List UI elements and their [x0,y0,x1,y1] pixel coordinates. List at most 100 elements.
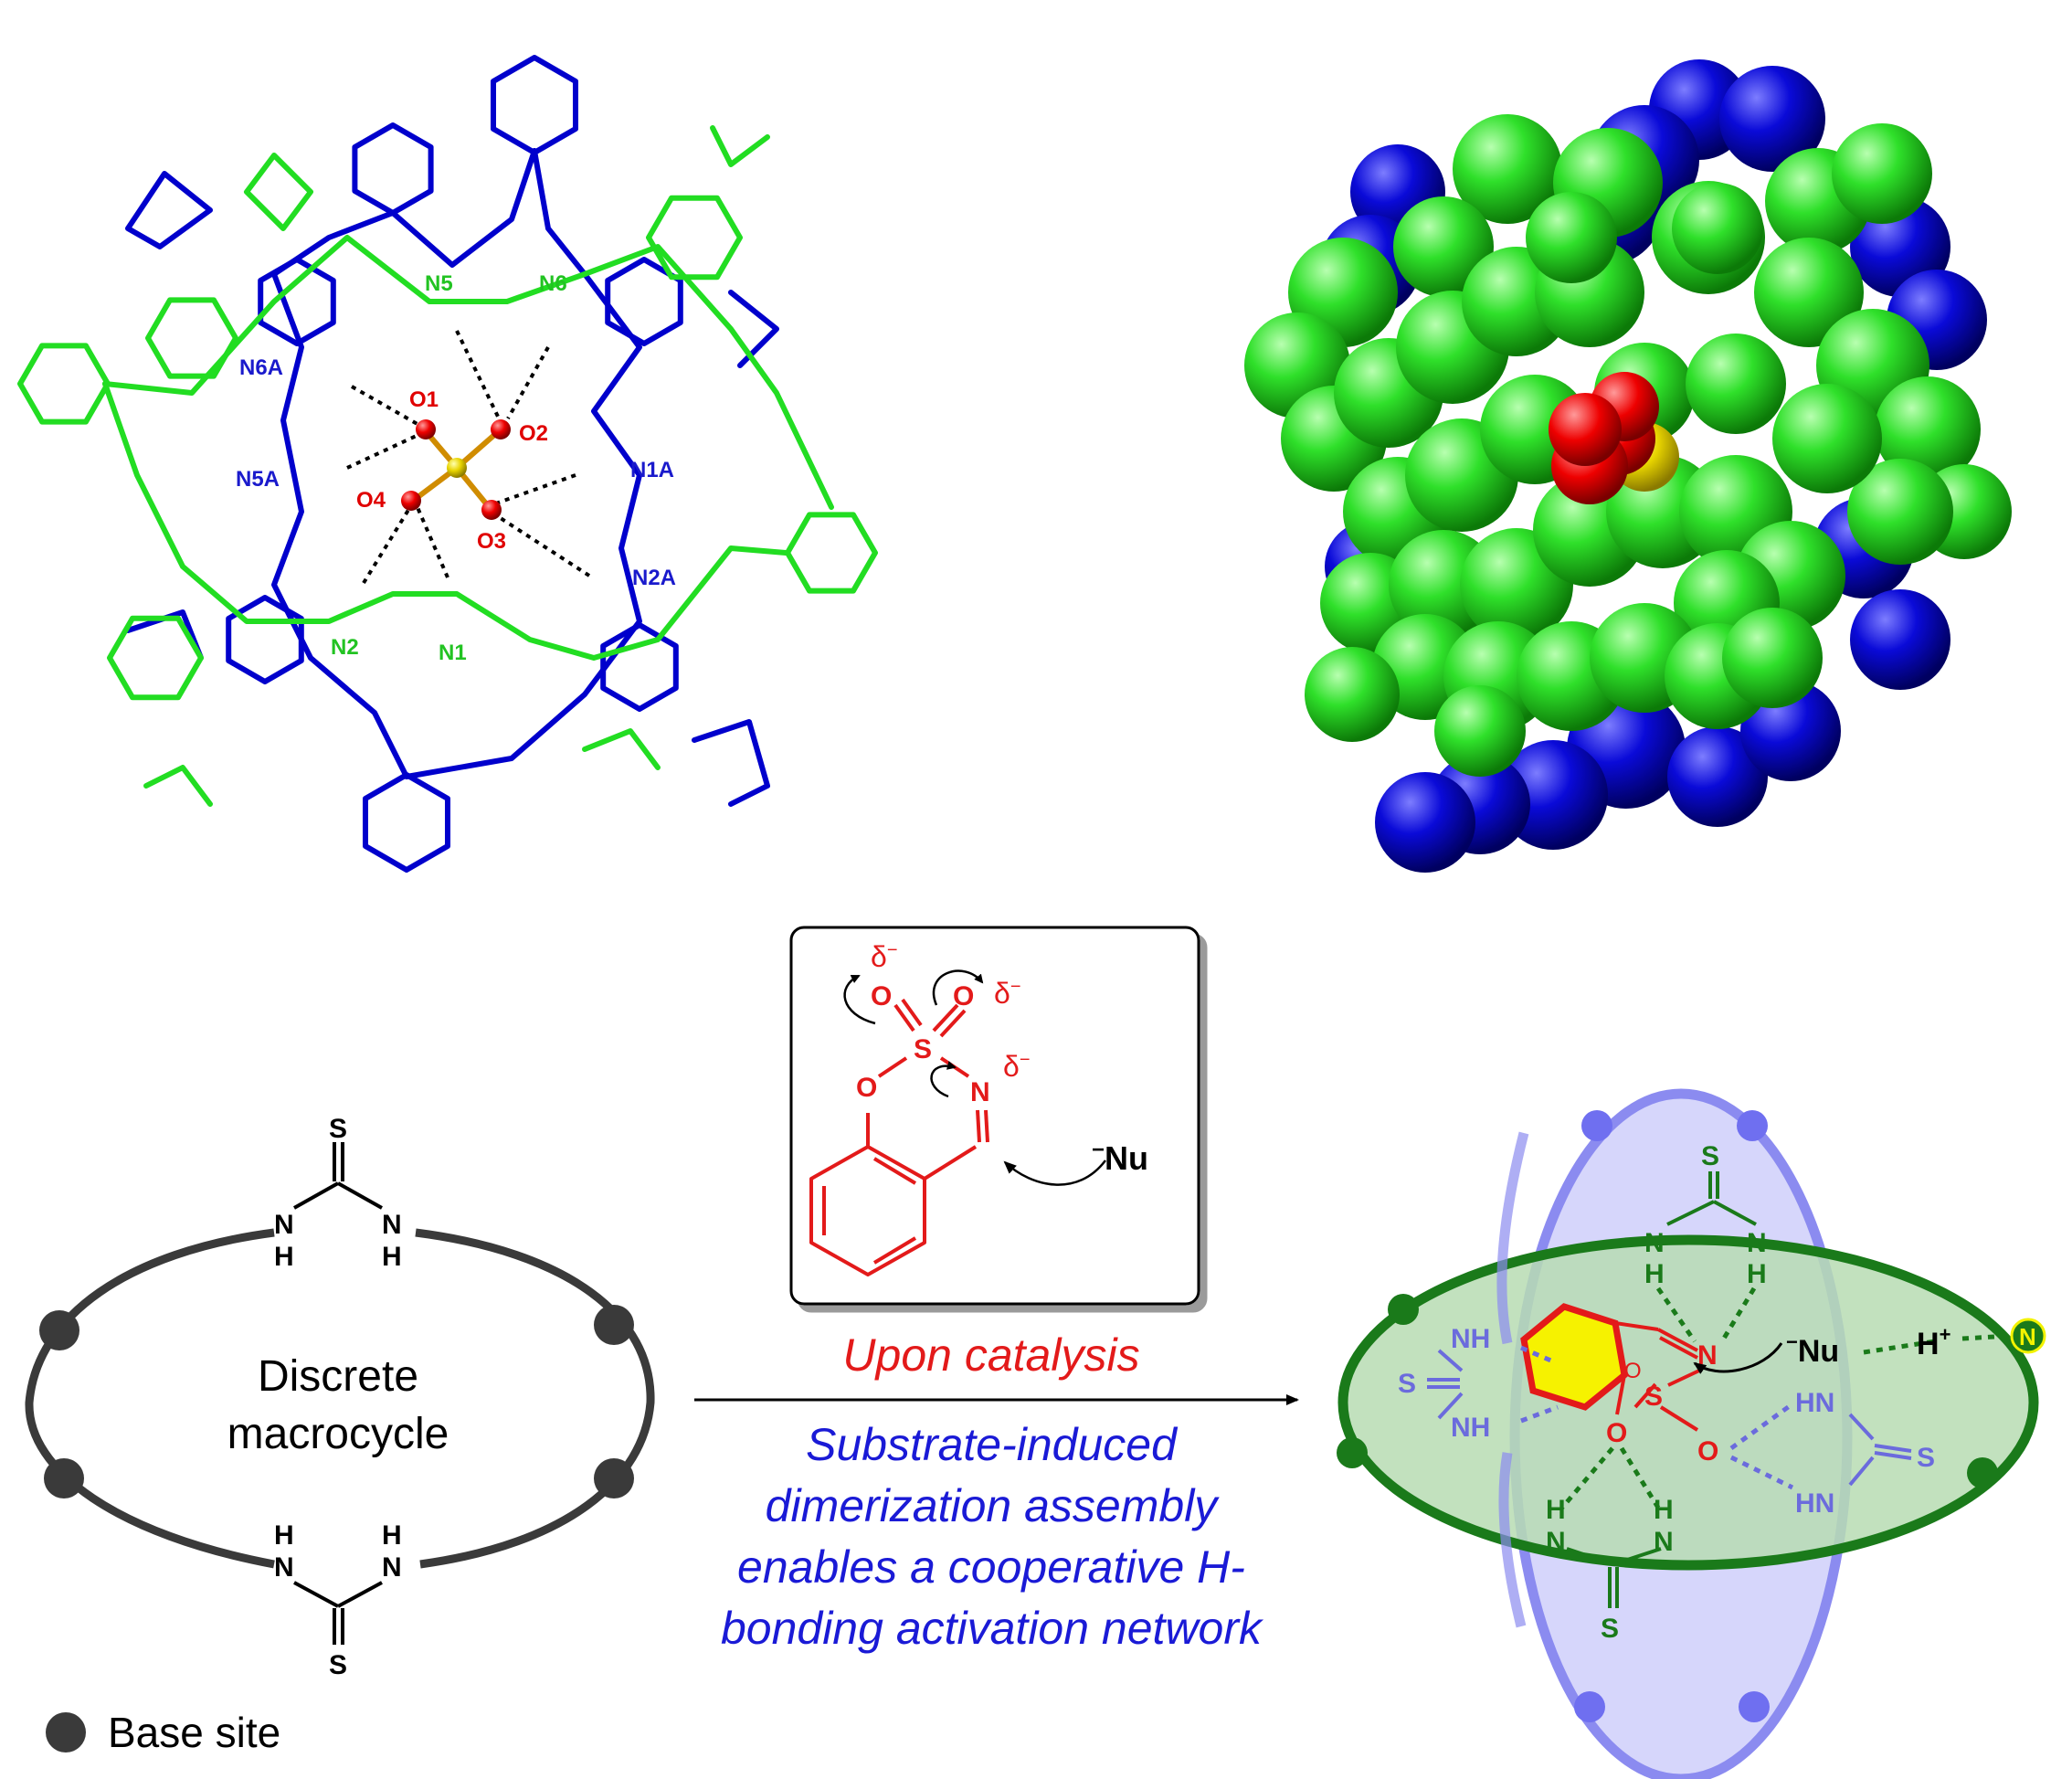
thiourea-bottom-h-left: H [274,1520,294,1551]
nu-charge: − [1786,1330,1798,1353]
green-atom-sphere [1453,114,1562,224]
thiourea-top-s: S [329,1114,347,1144]
blue-right-hn-bottom: HN [1795,1488,1834,1519]
oxygen-atom-o3 [481,500,502,520]
green-top-h-left: H [1644,1259,1665,1289]
label-o2: O2 [519,421,548,446]
proton-h: H [1917,1327,1940,1361]
blue-ring [226,595,304,684]
space-filling-model [1244,59,2012,873]
nucleophile-label: −Nu [1092,1138,1148,1177]
blue-tbutyl [692,719,770,807]
box-atom-s: S [914,1034,932,1064]
caption-upon-catalysis: Upon catalysis [842,1329,1139,1381]
blue-base-site-dot [1581,1110,1612,1141]
green-atom-sphere [1393,196,1494,297]
crystal-structure-stick-model: N5 N6 N6A N5A N1A N2A N1 N2 O1 O2 O3 O4 [17,55,878,873]
thiourea-top-n-left: N [274,1210,294,1240]
green-bottom-n-right: N [1654,1527,1674,1557]
blue-ring [352,122,434,216]
green-thiourea-bottom [1566,1547,1662,1608]
green-bottom-h-left: H [1546,1495,1566,1525]
cavity-atom-o-bottom: O [1697,1436,1718,1467]
label-n6a: N6A [239,355,283,380]
nucleophilic-attack-arrow [1693,1342,1783,1374]
label-n1: N1 [439,641,467,665]
thiourea-bottom-h-right: H [382,1520,402,1551]
green-ring [646,195,743,281]
green-thiourea-top [1666,1171,1757,1226]
green-top-s: S [1701,1141,1719,1171]
green-bottom-h-right: H [1654,1495,1674,1525]
label-n1a: N1A [630,458,674,482]
blue-ring [363,772,450,873]
base-site-dot [594,1458,634,1498]
delta-minus-n: δ− [1003,1050,1031,1083]
green-base-site-dot [1337,1437,1368,1468]
thiourea-top-n-right: N [382,1210,402,1240]
blue-ring [605,257,683,346]
activation-mechanism-box: O S N O O δ− δ− δ− −Nu [789,926,1200,1306]
green-tbutyl [710,125,770,167]
blue-ring [258,257,336,346]
blue-tbutyl [728,290,779,368]
blue-right-hn-top: HN [1795,1388,1834,1418]
green-atom-sphere [1526,192,1617,283]
label-o4: O4 [356,488,386,513]
green-atom-sphere [1832,123,1932,224]
delta-charge: − [887,940,898,960]
legend-base-site-dot [46,1712,86,1753]
cavity-atom-o-ring: O [1606,1418,1627,1448]
blue-atom-sphere [1719,66,1825,172]
substrate-in-cavity [1520,1303,1700,1432]
box-atom-o-ring: O [856,1073,877,1103]
green-atom-sphere [1434,685,1526,777]
nu-charge: − [1092,1138,1105,1162]
blue-ring [491,55,578,155]
thiourea-bottom-n-left: N [274,1552,294,1583]
blue-backbone [404,148,642,779]
label-n5a: N5A [236,467,280,492]
blue-base-site-dot [1574,1691,1605,1722]
proton-plus: + [1940,1323,1951,1346]
delta-charge: − [1010,977,1021,997]
blue-left-nh-top: NH [1451,1324,1490,1354]
thiourea-top [293,1142,383,1210]
caption-line-1: Substrate-induced [806,1419,1179,1470]
green-top-n-right: N [1747,1228,1767,1258]
green-atom-sphere [1772,384,1882,493]
green-ring [145,297,238,379]
thiourea-bottom-n-right: N [382,1552,402,1583]
sulfate-anion [401,419,511,520]
green-macrocycle-sticks [17,125,878,807]
cavity-atom-o-top: O [1624,1359,1642,1383]
assembly-nucleophile: −Nu [1786,1330,1839,1369]
thiourea-bottom-s: S [329,1650,347,1680]
green-ring [107,615,204,701]
blue-left-nh-bottom: NH [1451,1413,1490,1443]
blue-thiourea-left [1427,1349,1464,1420]
green-base-site-dot-amine [2010,1318,2046,1354]
base-site-dot [594,1305,634,1345]
green-macrocycle-ring [1337,1234,2039,1571]
green-base-site-dot [1388,1294,1419,1325]
green-top-h-right: H [1747,1259,1767,1289]
box-atom-o-left: O [871,981,892,1011]
reaction-arrow-group: Upon catalysis Substrate-induced dimeriz… [694,1329,1299,1654]
label-o3: O3 [477,529,506,554]
thiourea-top-h-left: H [274,1242,294,1272]
blue-backbone [271,148,537,779]
macrocycle-label-line2: macrocycle [227,1410,449,1458]
green-tbutyl [143,765,213,807]
blue-atom-sphere [1667,726,1768,827]
blue-base-site-dot [1739,1691,1770,1722]
blue-atom-sphere [1375,772,1475,873]
green-base-site-dot [1967,1457,1998,1488]
cavity-atom-s: S [1644,1382,1663,1412]
hydrogen-bond-dashes [346,330,591,585]
amine-n: N [2019,1323,2036,1350]
sulfur-atom [447,458,467,478]
assembly-proton: H+ [1917,1323,1950,1361]
label-o1: O1 [409,387,439,412]
delta-symbol: δ [1003,1050,1020,1083]
